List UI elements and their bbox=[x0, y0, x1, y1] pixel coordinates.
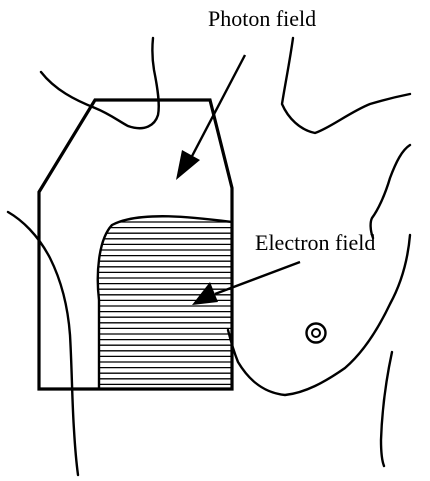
electron-field-hatching bbox=[90, 222, 235, 384]
body-outline bbox=[8, 38, 410, 475]
photon-field-arrow bbox=[176, 55, 245, 180]
neck-right-curve bbox=[282, 38, 410, 133]
electron-field-label: Electron field bbox=[255, 230, 375, 255]
torso-right-side bbox=[381, 352, 392, 466]
photon-field-label: Photon field bbox=[208, 6, 316, 31]
torso-left-side bbox=[8, 212, 78, 475]
nipple-inner-dot bbox=[312, 329, 320, 337]
nipple-outer-ring bbox=[307, 324, 326, 343]
shoulder-right-curve bbox=[371, 145, 410, 238]
neck-left-curve bbox=[41, 38, 159, 128]
breast-contour bbox=[228, 235, 410, 395]
nipple-marker bbox=[307, 324, 326, 343]
electron-field-region bbox=[90, 222, 235, 384]
